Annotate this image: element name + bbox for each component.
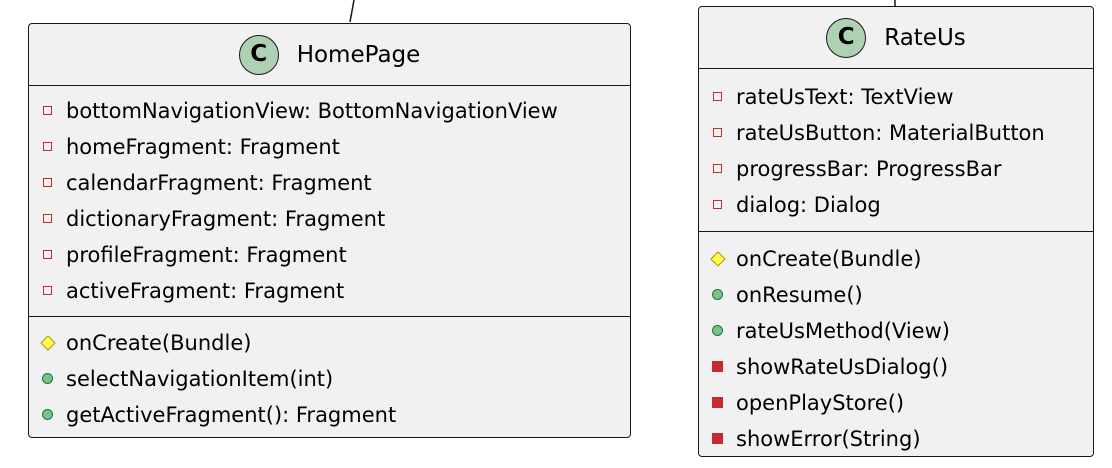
class-icon: C: [238, 34, 279, 75]
method-row: onCreate(Bundle): [39, 325, 620, 361]
private-field-icon: [39, 174, 57, 192]
class-header: C RateUs: [699, 7, 1093, 69]
private-method-icon: [709, 430, 727, 448]
method-text: openPlayStore(): [736, 391, 905, 415]
method-row: selectNavigationItem(int): [39, 361, 620, 397]
method-row: onResume(): [709, 277, 1083, 313]
field-text: dialog: Dialog: [736, 193, 881, 217]
field-text: bottomNavigationView: BottomNavigationVi…: [66, 99, 558, 123]
field-text: rateUsText: TextView: [736, 85, 954, 109]
method-text: getActiveFragment(): Fragment: [66, 403, 397, 427]
field-text: rateUsButton: MaterialButton: [736, 121, 1045, 145]
private-field-icon: [709, 124, 727, 142]
method-row: rateUsMethod(View): [709, 313, 1083, 349]
method-row: showError(String): [709, 421, 1083, 457]
protected-method-icon: [709, 250, 727, 268]
field-row: rateUsButton: MaterialButton: [709, 115, 1083, 151]
method-text: showRateUsDialog(): [736, 355, 949, 379]
public-method-icon: [39, 406, 57, 424]
class-homepage[interactable]: C HomePage bottomNavigationView: BottomN…: [28, 23, 631, 438]
field-row: bottomNavigationView: BottomNavigationVi…: [39, 93, 620, 129]
protected-method-icon: [39, 334, 57, 352]
class-icon: C: [826, 17, 867, 58]
class-name: HomePage: [296, 41, 421, 68]
field-row: dialog: Dialog: [709, 187, 1083, 223]
method-text: onCreate(Bundle): [66, 331, 252, 355]
class-icon-letter: C: [837, 24, 855, 50]
private-field-icon: [709, 196, 727, 214]
method-text: rateUsMethod(View): [736, 319, 950, 343]
method-row: openPlayStore(): [709, 385, 1083, 421]
class-name: RateUs: [884, 24, 966, 51]
method-text: selectNavigationItem(int): [66, 367, 334, 391]
class-header: C HomePage: [29, 24, 630, 86]
fields-section: bottomNavigationView: BottomNavigationVi…: [29, 86, 630, 317]
field-row: activeFragment: Fragment: [39, 273, 620, 309]
connector-line-homepage: [349, 0, 896, 23]
public-method-icon: [709, 286, 727, 304]
private-field-icon: [39, 210, 57, 228]
private-field-icon: [709, 160, 727, 178]
public-method-icon: [709, 322, 727, 340]
field-row: progressBar: ProgressBar: [709, 151, 1083, 187]
method-row: onCreate(Bundle): [709, 241, 1083, 277]
methods-section: onCreate(Bundle) onResume() rateUsMethod…: [699, 232, 1093, 457]
public-method-icon: [39, 370, 57, 388]
field-text: dictionaryFragment: Fragment: [66, 207, 386, 231]
private-field-icon: [39, 246, 57, 264]
private-field-icon: [39, 102, 57, 120]
private-field-icon: [39, 282, 57, 300]
fields-section: rateUsText: TextView rateUsButton: Mater…: [699, 69, 1093, 232]
method-row: getActiveFragment(): Fragment: [39, 397, 620, 433]
method-text: showError(String): [736, 427, 921, 451]
field-text: activeFragment: Fragment: [66, 279, 345, 303]
field-row: dictionaryFragment: Fragment: [39, 201, 620, 237]
class-icon-letter: C: [250, 41, 268, 67]
private-field-icon: [39, 138, 57, 156]
field-text: progressBar: ProgressBar: [736, 157, 1002, 181]
method-text: onCreate(Bundle): [736, 247, 922, 271]
field-row: profileFragment: Fragment: [39, 237, 620, 273]
field-text: homeFragment: Fragment: [66, 135, 340, 159]
private-method-icon: [709, 358, 727, 376]
methods-section: onCreate(Bundle) selectNavigationItem(in…: [29, 317, 630, 433]
field-text: calendarFragment: Fragment: [66, 171, 372, 195]
field-row: homeFragment: Fragment: [39, 129, 620, 165]
method-text: onResume(): [736, 283, 863, 307]
private-field-icon: [709, 88, 727, 106]
field-text: profileFragment: Fragment: [66, 243, 347, 267]
field-row: rateUsText: TextView: [709, 79, 1083, 115]
class-rateus[interactable]: C RateUs rateUsText: TextView rateUsButt…: [698, 6, 1094, 457]
field-row: calendarFragment: Fragment: [39, 165, 620, 201]
private-method-icon: [709, 394, 727, 412]
method-row: showRateUsDialog(): [709, 349, 1083, 385]
